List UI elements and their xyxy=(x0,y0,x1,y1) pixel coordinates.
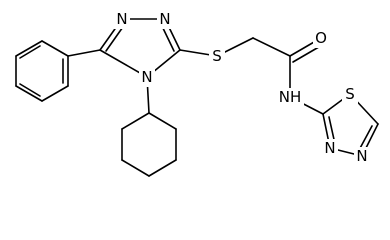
cyclohexane-ring xyxy=(121,112,177,177)
atom-labels: N N N S O NH S N N xyxy=(114,10,370,166)
atom-label-nh: NH xyxy=(279,88,302,106)
atom-label-thiadiazole-n4: N xyxy=(356,147,367,165)
bond xyxy=(41,40,69,57)
molecule-diagram: N N N S O NH S N N xyxy=(15,10,379,177)
bond xyxy=(148,112,177,130)
bond xyxy=(15,40,43,57)
bond xyxy=(67,49,101,57)
phenyl-ring xyxy=(15,40,69,102)
atom-label-n2: N xyxy=(159,10,170,28)
atom-label-thiadiazole-n3: N xyxy=(324,139,335,157)
bond xyxy=(252,37,291,57)
bond xyxy=(121,112,150,130)
bond xyxy=(41,85,69,102)
atom-label-n1: N xyxy=(116,10,127,28)
atom-label-n4: N xyxy=(141,68,152,86)
atom-label-thiadiazole-s: S xyxy=(345,85,355,103)
bond xyxy=(121,159,150,177)
atom-label-s: S xyxy=(212,47,222,65)
bond-inner xyxy=(19,45,41,59)
atom-label-o: O xyxy=(315,29,327,47)
bond xyxy=(148,159,177,177)
structure-canvas: N N N S O NH S N N xyxy=(15,10,379,177)
bond xyxy=(15,85,43,102)
bond-inner xyxy=(19,83,41,97)
